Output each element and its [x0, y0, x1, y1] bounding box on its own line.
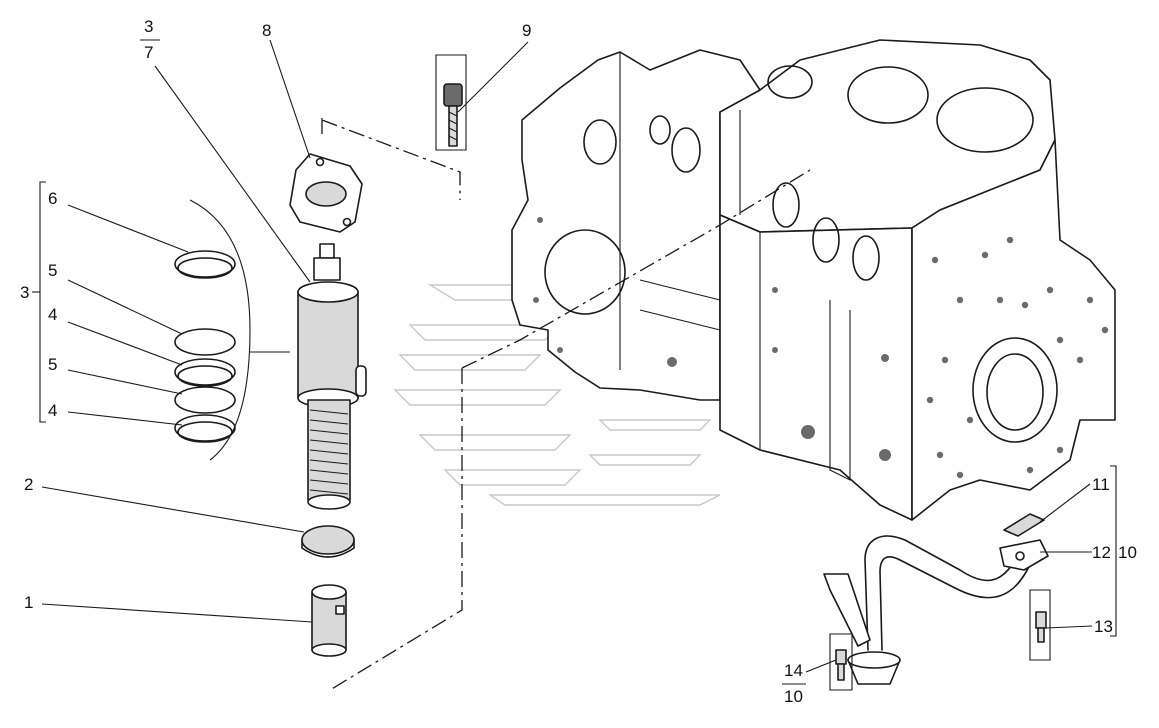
callout-4b: 4: [48, 401, 57, 420]
callout-13: 13: [1094, 617, 1113, 636]
callout-9: 9: [522, 21, 531, 40]
callout-6: 6: [48, 189, 57, 208]
bolt-part-13: [1029, 589, 1051, 661]
oil-pickup-tube: [823, 513, 1049, 685]
assembly-lines: [321, 118, 811, 691]
callout-8: 8: [262, 21, 271, 40]
callout-14: 14: [784, 661, 803, 680]
callout-10-bottom: 10: [784, 687, 803, 706]
watermark-logo: [393, 284, 723, 506]
callout-5a: 5: [48, 261, 57, 280]
bolt-part-14: [829, 633, 853, 691]
callout-1: 1: [24, 593, 33, 612]
callout-2: 2: [24, 475, 33, 494]
callout-3-group: 3: [20, 283, 29, 302]
callout-10-group: 10: [1118, 543, 1137, 562]
bolt-part-9: [435, 54, 467, 151]
leader-lines: [32, 39, 1117, 685]
engine-block: [511, 39, 1116, 521]
callout-11: 11: [1092, 475, 1110, 494]
callout-7: 7: [144, 43, 153, 62]
pump-element-part-3: [297, 243, 367, 510]
callout-labels: 3 7 8 9 6 5 4 5 4 3 2 1 11 12 10 13 14 1…: [20, 17, 1137, 706]
o-rings-group: [174, 199, 290, 461]
disc-part-2: [301, 525, 355, 558]
callout-3-top: 3: [144, 17, 153, 36]
tappet-part-1: [311, 584, 347, 657]
callout-5b: 5: [48, 355, 57, 374]
flange-part-8: [289, 153, 363, 233]
callout-12: 12: [1092, 543, 1111, 562]
callout-4a: 4: [48, 305, 57, 324]
